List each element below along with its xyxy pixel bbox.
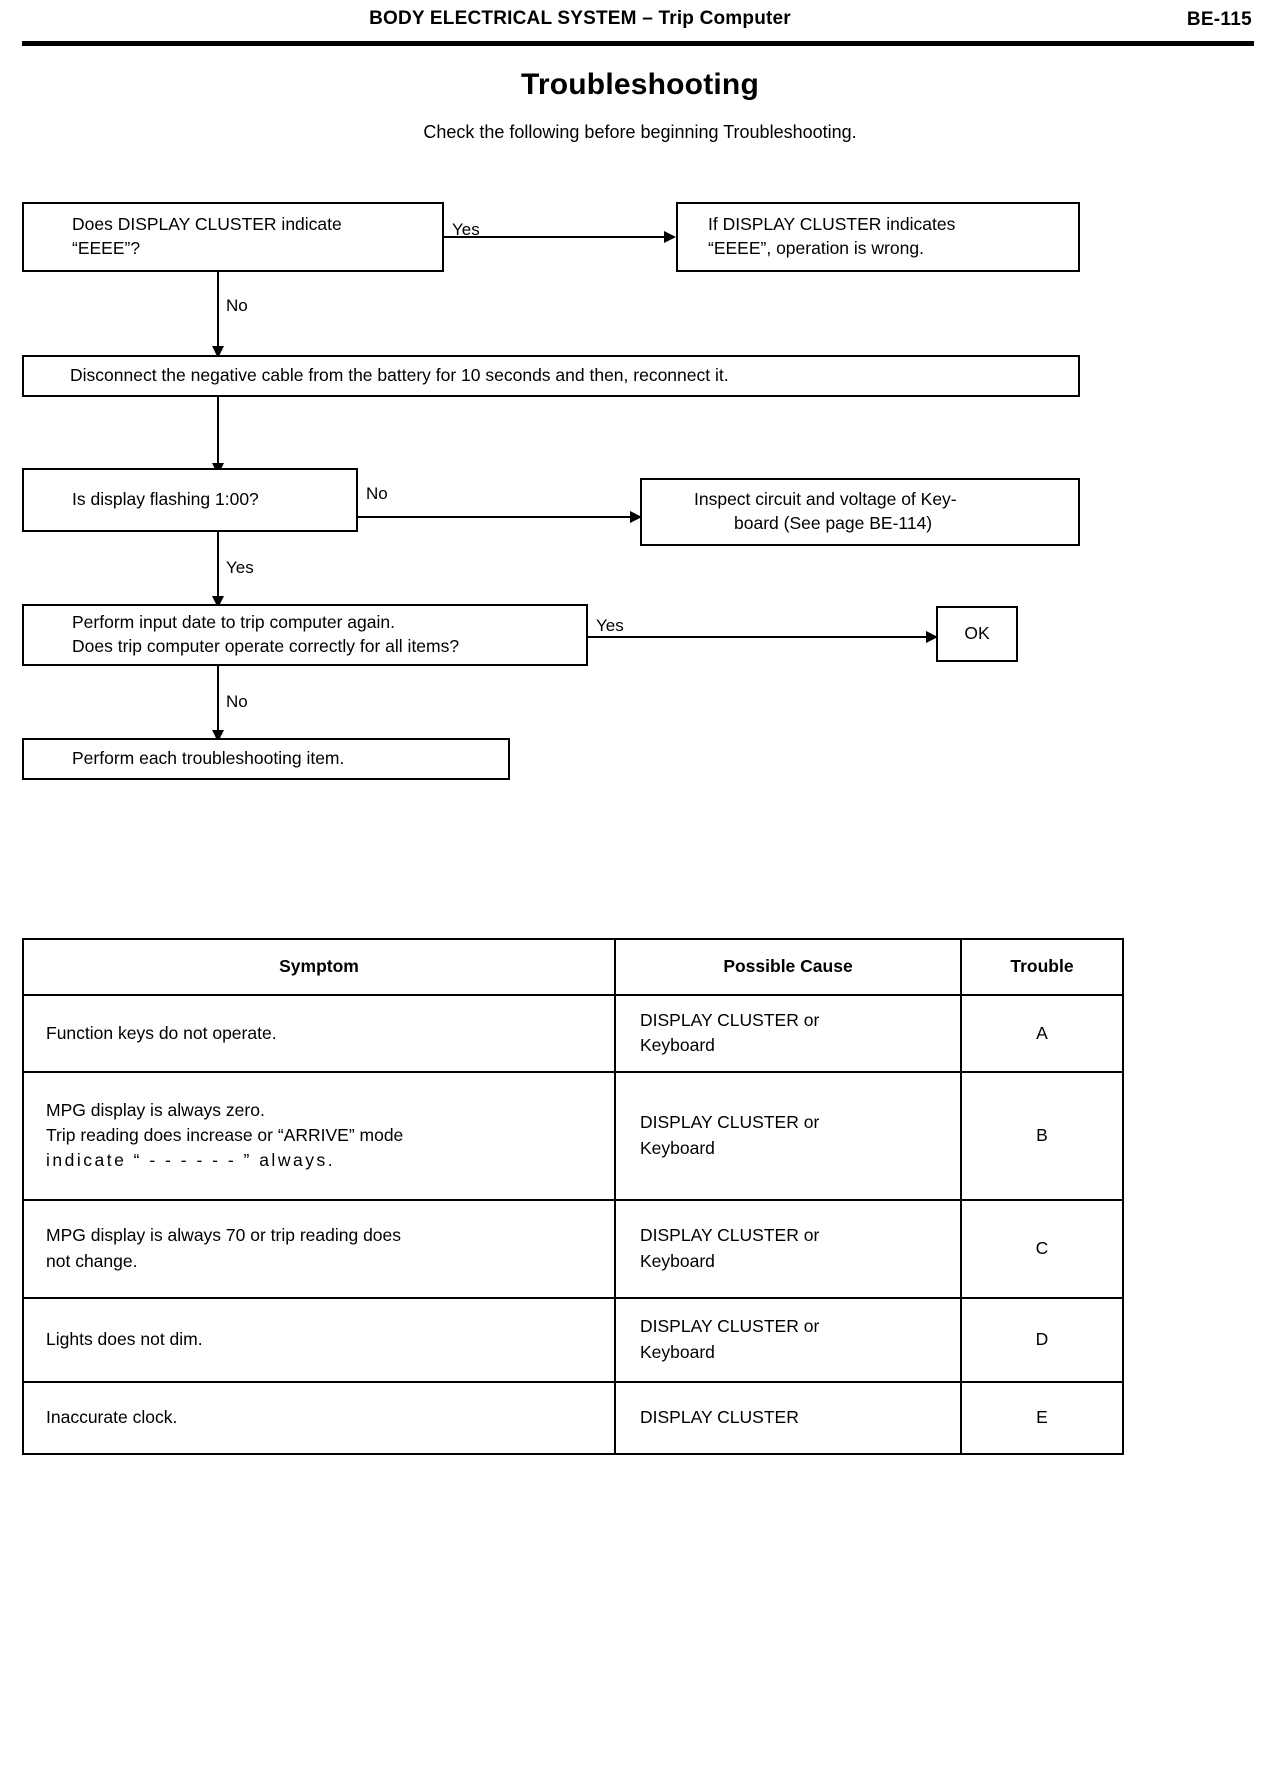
- table-cell-cause: DISPLAY CLUSTER or Keyboard: [614, 1070, 962, 1201]
- cause-line: Keyboard: [640, 1341, 715, 1362]
- page-number: BE-115: [1186, 9, 1252, 30]
- flow-box-line: If DISPLAY CLUSTER indicates: [708, 214, 956, 235]
- flow-edge-label-reinput-yes: Yes: [596, 616, 624, 635]
- flow-box-line: Perform input date to trip computer agai…: [72, 612, 395, 633]
- flow-box-line: “EEEE”, operation is wrong.: [708, 238, 924, 258]
- symptom-line: Function keys do not operate.: [46, 1022, 277, 1043]
- flow-box-line: Does trip computer operate correctly for…: [72, 636, 460, 656]
- table-row: Inaccurate clock. DISPLAY CLUSTER E: [22, 1380, 1124, 1455]
- flow-box-disconnect-battery: Disconnect the negative cable from the b…: [22, 355, 1080, 397]
- flow-edge-label-reinput-no: No: [226, 692, 248, 711]
- table-cell-trouble: C: [960, 1198, 1124, 1299]
- table-cell-cause: DISPLAY CLUSTER or Keyboard: [614, 1198, 962, 1299]
- cause-line: DISPLAY CLUSTER or: [640, 1112, 820, 1133]
- table-header-possible-cause: Possible Cause: [614, 938, 962, 996]
- flow-edge-label-flashing-no: No: [366, 484, 388, 503]
- flow-arrow-reinput-yes: [926, 631, 938, 643]
- symptom-table: Symptom Possible Cause Trouble Function …: [22, 938, 1124, 1455]
- flow-box-perform-each-troubleshooting-item: Perform each troubleshooting item.: [22, 738, 510, 780]
- flow-box-perform-input-date: Perform input date to trip computer agai…: [22, 604, 588, 666]
- cause-line: Keyboard: [640, 1137, 715, 1158]
- table-row: MPG display is always 70 or trip reading…: [22, 1198, 1124, 1299]
- flow-edge-label-flashing-yes: Yes: [226, 558, 254, 577]
- symptom-line: not change.: [46, 1250, 138, 1271]
- symptom-line: MPG display is always 70 or trip reading…: [46, 1225, 402, 1246]
- flow-edge-eeee-no: [217, 272, 219, 350]
- table-cell-symptom: MPG display is always 70 or trip reading…: [22, 1198, 616, 1299]
- flow-box-inspect-circuit-voltage: Inspect circuit and voltage of Key- boar…: [640, 478, 1080, 546]
- table-header-row: Symptom Possible Cause Trouble: [22, 938, 1124, 996]
- table-cell-cause: DISPLAY CLUSTER or Keyboard: [614, 994, 962, 1073]
- header-system-title: BODY ELECTRICAL SYSTEM: [369, 8, 637, 29]
- table-cell-cause: DISPLAY CLUSTER or Keyboard: [614, 1296, 962, 1383]
- table-header-trouble: Trouble: [960, 938, 1124, 996]
- flow-box-line: board (See page BE-114): [734, 513, 933, 533]
- cause-line: DISPLAY CLUSTER: [640, 1407, 799, 1428]
- table-cell-symptom: Lights does not dim.: [22, 1296, 616, 1383]
- header-separator: –: [642, 8, 653, 29]
- table-cell-trouble: D: [960, 1296, 1124, 1383]
- flow-box-line: Does DISPLAY CLUSTER indicate: [72, 214, 342, 235]
- flow-box-line: Is display flashing 1:00?: [72, 489, 259, 510]
- symptom-line: MPG display is always zero.: [46, 1099, 265, 1120]
- page-subtitle: Check the following before beginning Tro…: [423, 122, 857, 142]
- header-rule: [22, 41, 1254, 46]
- table-cell-trouble: A: [960, 994, 1124, 1073]
- table-header-symptom: Symptom: [22, 938, 616, 996]
- table-cell-trouble: B: [960, 1070, 1124, 1201]
- cause-line: Keyboard: [640, 1035, 715, 1056]
- table-row: MPG display is always zero. Trip reading…: [22, 1070, 1124, 1201]
- page-header: BODY ELECTRICAL SYSTEM – Trip Computer B…: [0, 0, 1280, 54]
- cause-line: DISPLAY CLUSTER or: [640, 1225, 820, 1246]
- flow-edge-disconnect-to-flashing: [217, 397, 219, 467]
- cause-line: Keyboard: [640, 1250, 715, 1271]
- table-cell-trouble: E: [960, 1380, 1124, 1455]
- table-cell-cause: DISPLAY CLUSTER: [614, 1380, 962, 1455]
- page-title: Troubleshooting: [521, 68, 759, 101]
- flow-box-line: Disconnect the negative cable from the b…: [70, 365, 729, 386]
- table-row: Lights does not dim. DISPLAY CLUSTER or …: [22, 1296, 1124, 1383]
- symptom-line: Inaccurate clock.: [46, 1407, 178, 1428]
- cause-line: DISPLAY CLUSTER or: [640, 1316, 820, 1337]
- symptom-line: Trip reading does increase or “ARRIVE” m…: [46, 1125, 404, 1146]
- header-section-title: Trip Computer: [658, 8, 791, 29]
- cause-line: DISPLAY CLUSTER or: [640, 1010, 820, 1030]
- flow-box-does-display-cluster-indicate-eeee: Does DISPLAY CLUSTER indicate “EEEE”?: [22, 202, 444, 272]
- table-cell-symptom: MPG display is always zero. Trip reading…: [22, 1070, 616, 1201]
- flow-box-line: “EEEE”?: [72, 238, 141, 258]
- flow-box-line: Perform each troubleshooting item.: [72, 748, 345, 769]
- flow-box-line: OK: [964, 623, 990, 644]
- flow-arrow-flashing-no: [630, 511, 642, 523]
- flow-edge-eeee-yes: [444, 236, 666, 238]
- flow-edge-label-eeee-yes: Yes: [452, 220, 480, 239]
- header-title: BODY ELECTRICAL SYSTEM – Trip Computer: [0, 8, 1160, 30]
- flow-box-line: Inspect circuit and voltage of Key-: [694, 489, 957, 510]
- flow-edge-flashing-no: [358, 516, 632, 518]
- flow-arrow-eeee-yes: [664, 231, 676, 243]
- troubleshooting-flowchart: Does DISPLAY CLUSTER indicate “EEEE”? Ye…: [0, 0, 1280, 800]
- flow-edge-label-eeee-no: No: [226, 296, 248, 315]
- symptom-line: indicate “ - - - - - - ” always.: [46, 1150, 336, 1171]
- table-cell-symptom: Inaccurate clock.: [22, 1380, 616, 1455]
- table-row: Function keys do not operate. DISPLAY CL…: [22, 994, 1124, 1073]
- flow-edge-reinput-no: [217, 666, 219, 734]
- flow-box-ok: OK: [936, 606, 1018, 662]
- flow-box-is-display-flashing: Is display flashing 1:00?: [22, 468, 358, 532]
- flow-edge-reinput-yes: [588, 636, 928, 638]
- flow-edge-flashing-yes: [217, 532, 219, 600]
- symptom-line: Lights does not dim.: [46, 1329, 203, 1350]
- table-cell-symptom: Function keys do not operate.: [22, 994, 616, 1073]
- flow-box-eeee-operation-wrong: If DISPLAY CLUSTER indicates “EEEE”, ope…: [676, 202, 1080, 272]
